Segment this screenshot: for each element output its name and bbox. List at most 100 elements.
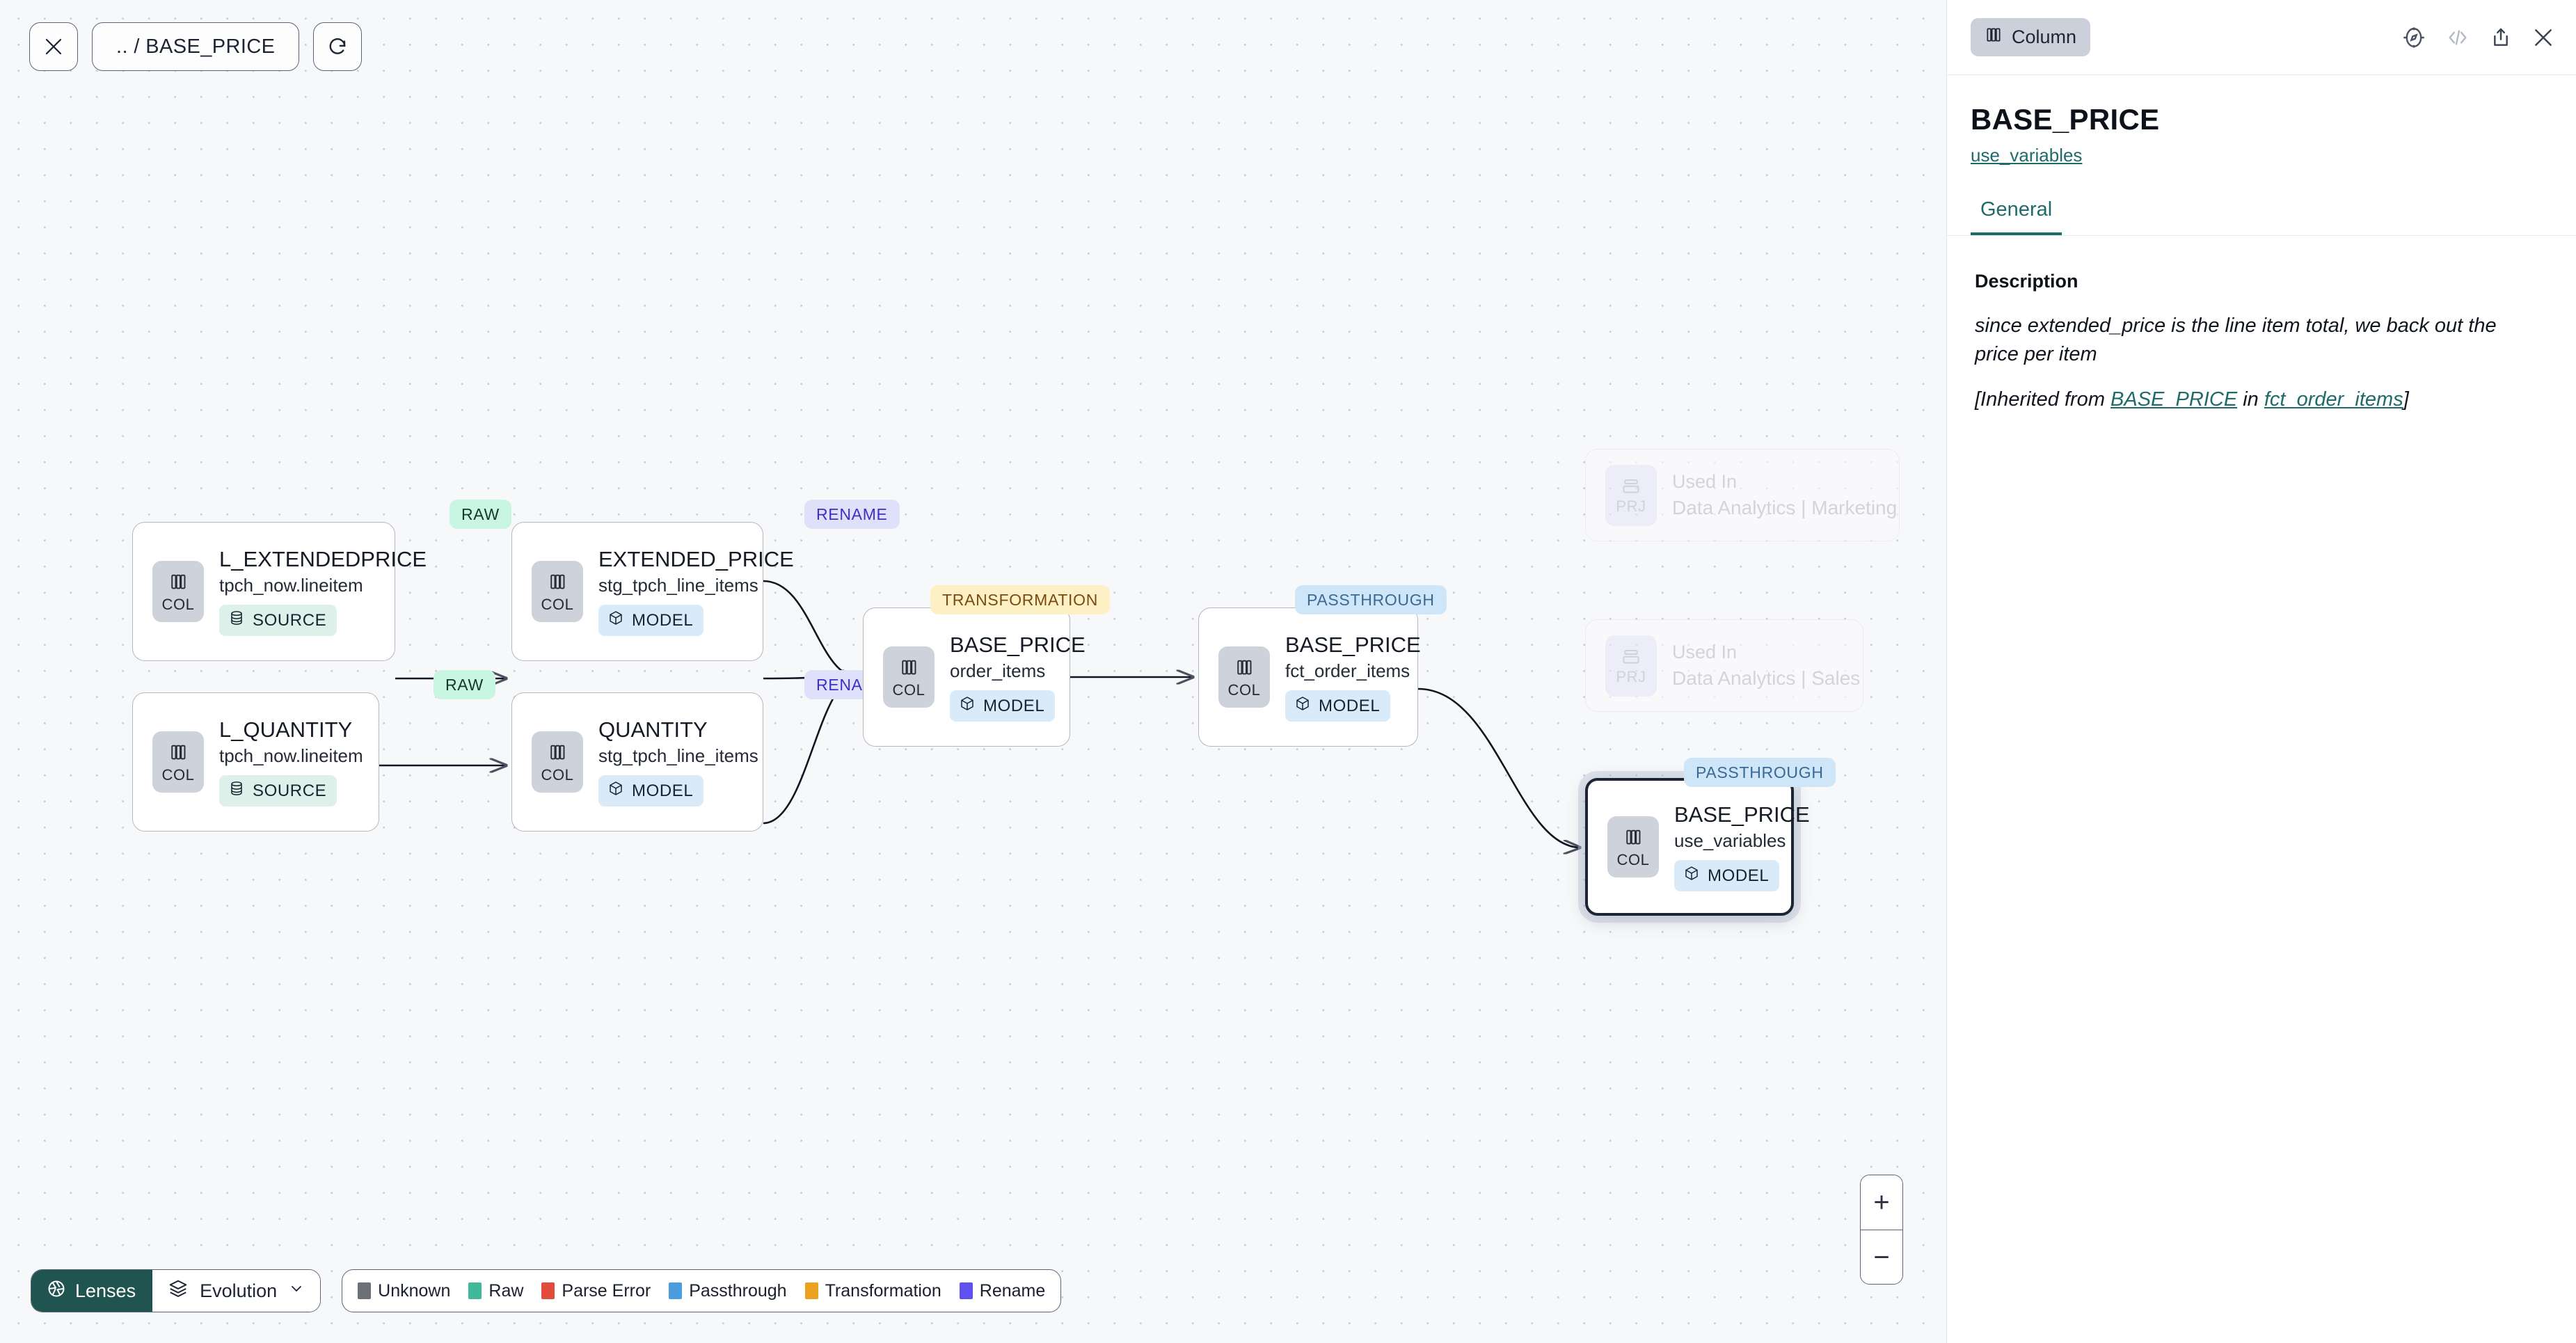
kind-chip: COL [1607, 816, 1659, 877]
node-title: L_QUANTITY [219, 717, 353, 742]
kind-label: PRJ [1616, 497, 1646, 515]
node-subtitle: Data Analytics | Marketing [1672, 496, 1898, 518]
node-type-label: SOURCE [253, 610, 327, 630]
legend-item[interactable]: Transformation [804, 1280, 941, 1301]
kind-chip: COL [152, 561, 204, 622]
lineage-node[interactable]: RENAME COL EXTENDED_PRICE stg_tpch_line_… [511, 500, 900, 661]
parent-model-link[interactable]: use_variables [1971, 145, 2083, 166]
node-type-badge: MODEL [1674, 860, 1780, 892]
node-type-badge: SOURCE [219, 605, 337, 637]
breadcrumb[interactable]: .. / BASE_PRICE [92, 22, 300, 71]
kind-label: COL [541, 595, 574, 613]
share-icon[interactable] [2490, 26, 2512, 49]
details-panel-header: Column [1947, 0, 2576, 75]
inherited-model-link[interactable]: fct_order_items [2264, 388, 2403, 411]
lenses-label: Lenses [75, 1280, 136, 1301]
node-type-badge: MODEL [1285, 690, 1391, 722]
legend-swatch [358, 1282, 372, 1299]
lineage-canvas[interactable]: .. / BASE_PRICE PRJ Used In Data Ana [0, 0, 1946, 1343]
close-icon[interactable] [2531, 26, 2555, 49]
node-title: QUANTITY [598, 717, 708, 742]
page-title: BASE_PRICE [1971, 103, 2160, 136]
kind-chip: COL [152, 731, 204, 793]
lineage-node[interactable]: RAW COL L_EXTENDEDPRICE tpch_now.lineite… [132, 500, 511, 661]
kind-chip: PRJ [1605, 635, 1657, 697]
legend-item[interactable]: Rename [959, 1281, 1045, 1301]
zoom-out-button[interactable]: − [1861, 1230, 1902, 1284]
legend-item[interactable]: Passthrough [669, 1280, 787, 1301]
entity-type-pill[interactable]: Column [1971, 18, 2091, 56]
node-subtitle: stg_tpch_line_items [598, 745, 758, 767]
kind-label: COL [1616, 850, 1650, 868]
lens-legend: Unknown Raw Parse Error Passthrough Tran… [342, 1269, 1062, 1312]
compass-icon[interactable] [2402, 26, 2426, 49]
close-button[interactable] [29, 22, 78, 71]
legend-item[interactable]: Unknown [358, 1281, 450, 1301]
inherited-column-link[interactable]: BASE_PRICE [2110, 388, 2238, 411]
node-subtitle: tpch_now.lineitem [219, 745, 363, 767]
inherited-suffix: ] [2403, 388, 2409, 411]
node-type-badge: MODEL [598, 775, 704, 807]
cube-icon [1683, 865, 1700, 887]
cube-icon [1294, 695, 1311, 717]
legend-swatch [959, 1282, 973, 1299]
node-subtitle: order_items [950, 660, 1046, 682]
kind-chip: COL [1218, 646, 1270, 708]
lineage-node[interactable]: PASSTHROUGH COL BASE_PRICE use_variables… [1585, 758, 1836, 916]
lenses-group: Lenses Evolution [31, 1269, 321, 1312]
node-type-label: MODEL [1319, 696, 1381, 715]
cube-icon [959, 695, 976, 717]
legend-swatch [804, 1282, 818, 1299]
database-icon [228, 780, 245, 802]
lens-badge: RENAME [804, 500, 900, 530]
lineage-node[interactable]: TRANSFORMATION COL BASE_PRICE order_item… [863, 585, 1111, 747]
legend-label: Unknown [378, 1280, 451, 1301]
evolution-dropdown[interactable]: Evolution [152, 1270, 321, 1312]
lineage-node[interactable]: PASSTHROUGH COL BASE_PRICE fct_order_ite… [1198, 585, 1447, 747]
node-type-label: MODEL [632, 610, 694, 630]
legend-item[interactable]: Raw [468, 1281, 523, 1301]
kind-chip: COL [532, 731, 583, 793]
cube-icon [607, 610, 624, 631]
tab-general[interactable]: General [1971, 198, 2062, 235]
kind-label: COL [161, 595, 195, 613]
refresh-icon [327, 36, 348, 57]
column-icon [1232, 657, 1256, 681]
panel-header-actions [2402, 26, 2555, 49]
node-title: BASE_PRICE [1674, 802, 1810, 827]
code-icon[interactable] [2445, 26, 2470, 49]
zoom-in-button[interactable]: + [1861, 1175, 1902, 1230]
lens-badge: PASSTHROUGH [1295, 585, 1447, 615]
kind-label: COL [541, 765, 574, 784]
zoom-controls: + − [1860, 1175, 1903, 1285]
panel-tabs: General [1947, 198, 2576, 236]
inherited-middle: in [2237, 388, 2264, 411]
lineage-node[interactable]: RENAME COL QUANTITY stg_tpch_line_items … [511, 670, 900, 832]
node-subtitle: tpch_now.lineitem [219, 575, 363, 596]
node-type-badge: SOURCE [219, 775, 337, 807]
database-icon [228, 610, 245, 631]
kind-chip: PRJ [1605, 464, 1657, 526]
node-title: BASE_PRICE [950, 632, 1086, 657]
node-type-label: MODEL [983, 696, 1045, 715]
close-icon [43, 36, 64, 57]
panel-content: Description since extended_price is the … [1947, 236, 2576, 411]
aperture-icon [47, 1279, 66, 1303]
legend-label: Passthrough [689, 1280, 787, 1301]
entity-type-label: Column [2012, 26, 2077, 47]
column-icon [166, 742, 190, 766]
legend-swatch [468, 1282, 482, 1299]
kind-label: COL [1227, 681, 1261, 699]
used-in-node[interactable]: PRJ Used In Data Analytics | Marketing [1585, 449, 1900, 541]
node-title: Used In [1672, 470, 1738, 492]
column-icon [546, 571, 569, 596]
legend-label: Raw [488, 1280, 524, 1301]
legend-label: Transformation [825, 1280, 941, 1301]
used-in-node[interactable]: PRJ Used In Data Analytics | Sales [1585, 619, 1863, 712]
refresh-button[interactable] [313, 22, 363, 71]
node-type-badge: MODEL [598, 605, 704, 637]
lineage-node[interactable]: RAW COL L_QUANTITY tpch_now.lineitem SOU… [132, 670, 495, 832]
lenses-button[interactable]: Lenses [31, 1270, 153, 1312]
legend-item[interactable]: Parse Error [541, 1281, 651, 1301]
kind-label: COL [892, 681, 925, 699]
